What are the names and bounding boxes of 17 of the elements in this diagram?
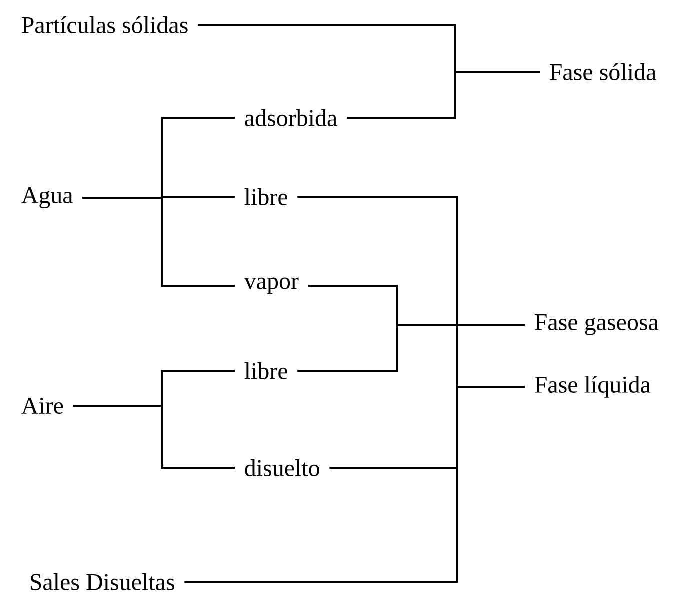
bracket-line [73,405,235,469]
term-label: Sales Disueltas [30,574,174,590]
bracket-line [82,197,235,287]
term-label: Fase gaseosa [535,314,659,336]
term-label: vapor [244,278,299,294]
term-label: Partículas sólidas [22,16,188,34]
term-label: Fase sólida [550,64,656,80]
term-label: libre [244,362,288,380]
bracket-line [184,386,525,583]
bracket-line [346,71,540,119]
term-label: adsorbida [245,110,338,126]
term-label: Aire [22,398,64,414]
term-label: libre [244,188,288,206]
bracket-line [298,324,525,372]
term-label: Fase líquida [535,376,651,398]
term-label: Agua [22,187,73,209]
term-label: disuelto [245,460,320,476]
